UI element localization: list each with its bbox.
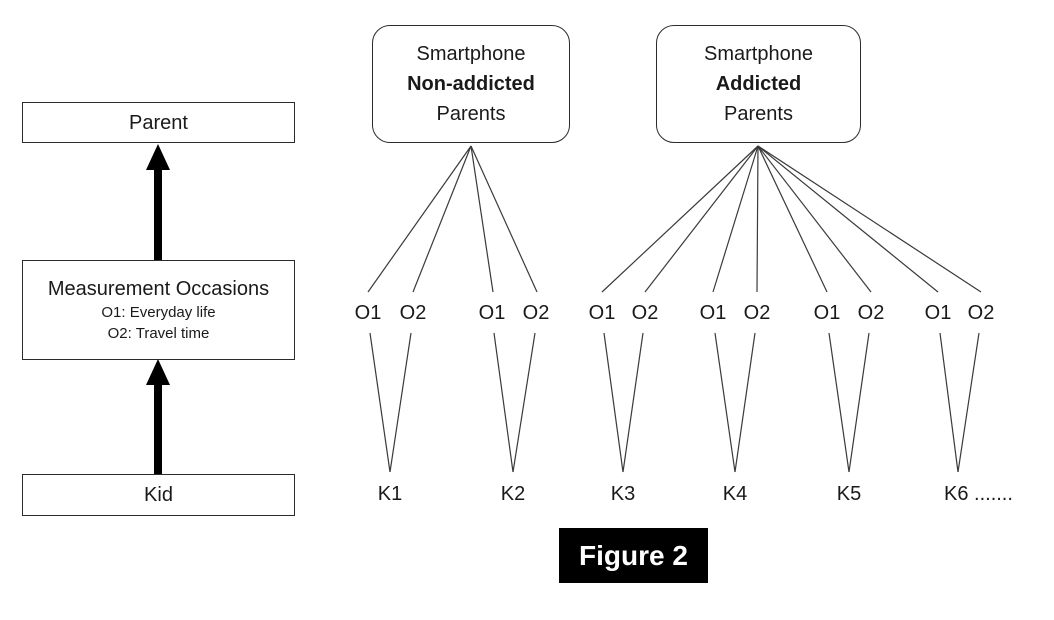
addicted-fan-lines [601, 145, 982, 293]
occasion-label-k3-o2: O2 [631, 302, 659, 324]
non-addicted-box-line1: Smartphone [416, 43, 526, 65]
occasion-label-k6-o2: O2 [967, 302, 995, 324]
non-addicted-box-line3: Parents [436, 103, 506, 125]
occasion2-definition: O2: Travel time [107, 325, 210, 342]
figure-caption: Figure 2 [559, 528, 708, 583]
occasion-to-kid-lines [369, 332, 980, 473]
occasion-label-k1-o1: O1 [354, 302, 382, 324]
occasion1-definition: O1: Everyday life [101, 304, 216, 321]
occasion-label-k2-o1: O1 [478, 302, 506, 324]
addicted-box-line2: Addicted [715, 73, 802, 95]
figure-caption-text: Figure 2 [579, 539, 688, 571]
non-addicted-parents-box: Smartphone Non-addicted Parents [372, 25, 570, 143]
measurement-occasions-box: Measurement Occasions O1: Everyday life … [22, 260, 295, 360]
kid-to-occasions-arrow [146, 359, 170, 474]
kid-label-k5: K5 [836, 483, 862, 505]
measurement-occasions-title: Measurement Occasions [47, 278, 270, 300]
occasion-label-k5-o2: O2 [857, 302, 885, 324]
kid-label-k4: K4 [722, 483, 748, 505]
kid-box-label: Kid [144, 484, 173, 506]
addicted-box-line1: Smartphone [704, 43, 813, 65]
addicted-box-line3: Parents [724, 103, 793, 125]
kid-label-k2: K2 [500, 483, 526, 505]
parent-box-label: Parent [129, 111, 188, 134]
non-addicted-fan-lines [367, 145, 538, 293]
occasion-label-k2-o2: O2 [522, 302, 550, 324]
kid-label-k3: K3 [610, 483, 636, 505]
occasion-label-k5-o1: O1 [813, 302, 841, 324]
occasion-label-k4-o1: O1 [699, 302, 727, 324]
non-addicted-box-line2: Non-addicted [407, 73, 535, 95]
occasion-label-k1-o2: O2 [399, 302, 427, 324]
occasions-to-parent-arrow [146, 144, 170, 260]
occasion-label-k6-o1: O1 [924, 302, 952, 324]
parent-box: Parent [22, 102, 295, 143]
kid-box: Kid [22, 474, 295, 516]
occasion-label-k4-o2: O2 [743, 302, 771, 324]
kid-label-k6: K6 ....... [944, 483, 1013, 505]
occasion-label-k3-o1: O1 [588, 302, 616, 324]
kid-label-k1: K1 [377, 483, 403, 505]
addicted-parents-box: Smartphone Addicted Parents [656, 25, 861, 143]
